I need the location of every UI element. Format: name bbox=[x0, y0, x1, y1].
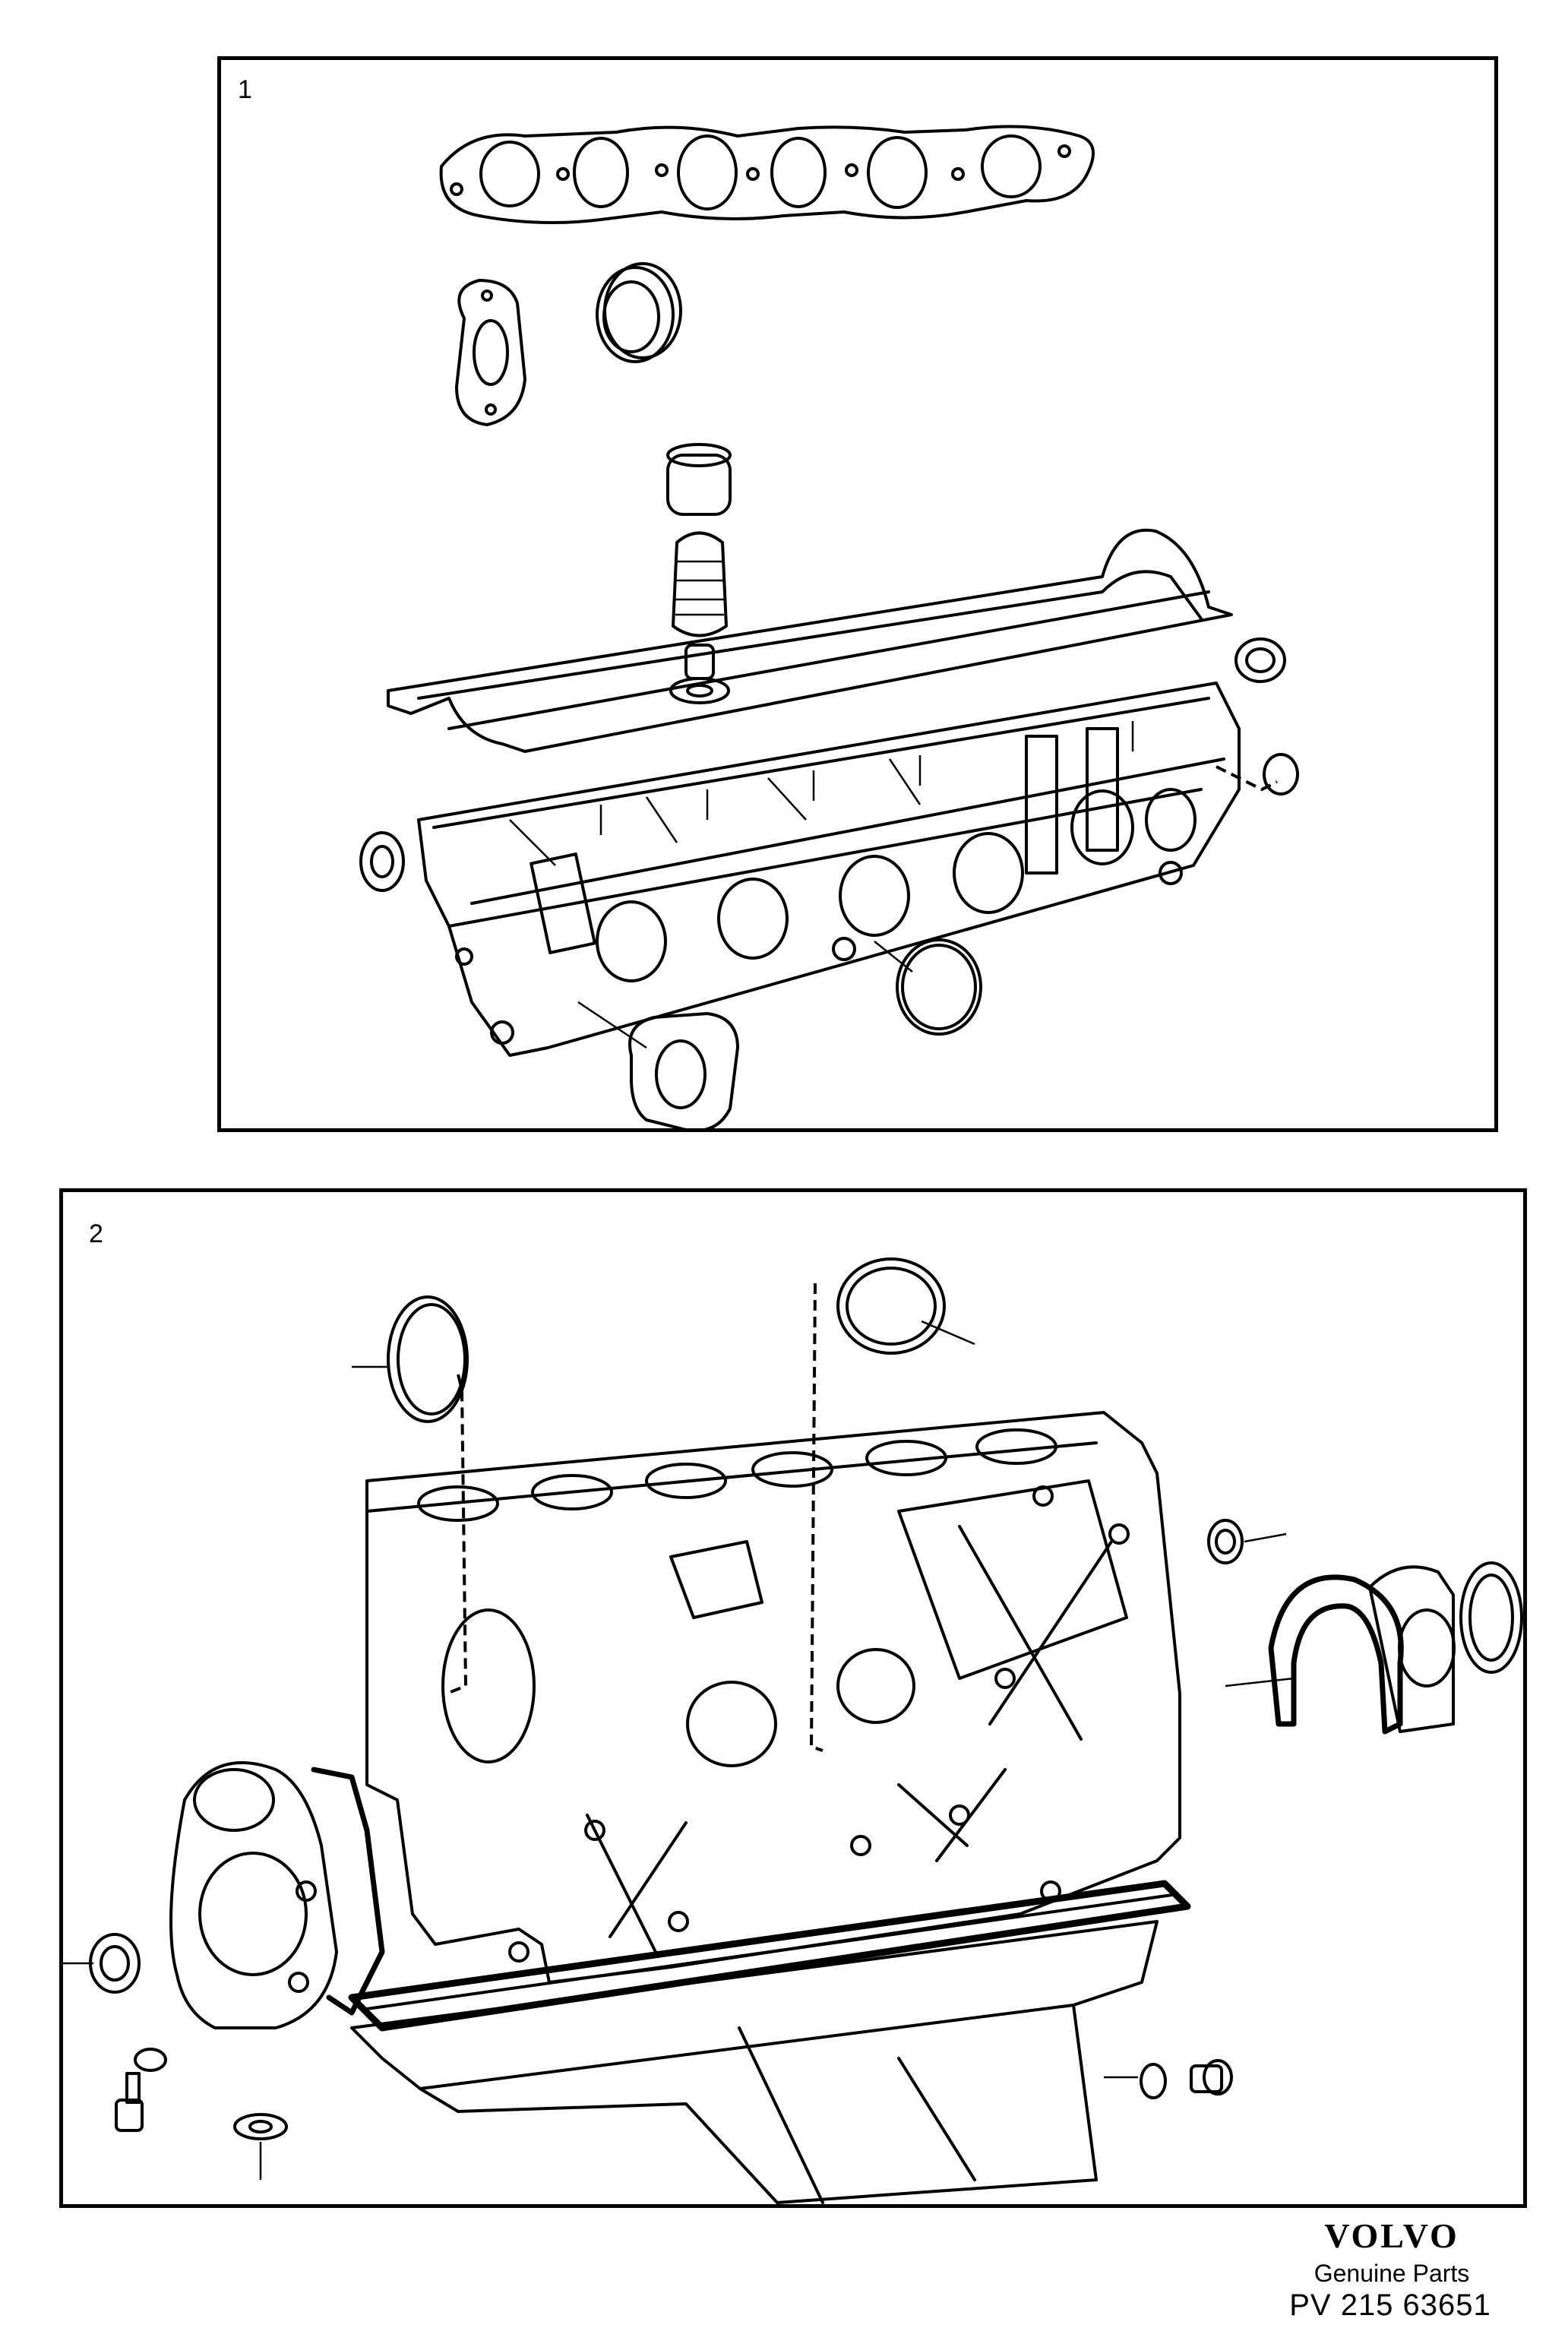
volvo-logo: VOLVO bbox=[1324, 2216, 1459, 2255]
camshaft-seal-left bbox=[359, 831, 405, 892]
o-ring bbox=[874, 938, 982, 1036]
engine-block-illustration bbox=[63, 1257, 1523, 2204]
exhaust-port-gasket bbox=[577, 1001, 739, 1128]
valve-stem-seal bbox=[666, 443, 732, 704]
genuine-parts-label: Genuine Parts bbox=[1314, 2260, 1470, 2287]
leader-line-right bbox=[809, 1283, 824, 1752]
panel-number-1: 1 bbox=[238, 75, 252, 104]
rear-main-seal-small bbox=[1207, 1519, 1287, 1564]
leader-line-left bbox=[446, 1374, 468, 1695]
camshaft-seal-right bbox=[1234, 637, 1286, 683]
liner-seal-ring-left bbox=[352, 1295, 469, 1423]
rear-main-seal-large bbox=[1459, 1561, 1523, 1674]
oil-pan-gasket bbox=[348, 1880, 1191, 2032]
rear-seal-carrier bbox=[1368, 1565, 1456, 1733]
timing-cover bbox=[169, 1761, 385, 2029]
panel-number-2: 2 bbox=[89, 1219, 103, 1248]
seal-ring bbox=[596, 262, 682, 363]
engine-block bbox=[365, 1411, 1181, 1984]
liner-seal-ring-right bbox=[836, 1257, 975, 1355]
panel-cylinder-head: 1 bbox=[217, 56, 1498, 1132]
drain-plug-right bbox=[1104, 2059, 1233, 2099]
manifold-gasket bbox=[439, 125, 1095, 224]
exhaust-flange-gasket bbox=[455, 279, 526, 426]
cylinder-head bbox=[417, 682, 1241, 1057]
oil-pan bbox=[350, 1920, 1159, 2204]
panel-engine-block: 2 bbox=[59, 1188, 1527, 2208]
oil-pan-washer bbox=[233, 2113, 288, 2180]
drain-plug-washer bbox=[115, 2048, 167, 2132]
cylinder-head-illustration bbox=[359, 125, 1299, 1128]
valve-cover-gasket bbox=[387, 528, 1233, 753]
rear-seal-carrier-gasket bbox=[1225, 1574, 1404, 1735]
reference-number: PV 215 63651 bbox=[1289, 2288, 1491, 2322]
crankshaft-seal-front bbox=[63, 1933, 141, 1994]
spark-plug-seal bbox=[1216, 753, 1299, 796]
